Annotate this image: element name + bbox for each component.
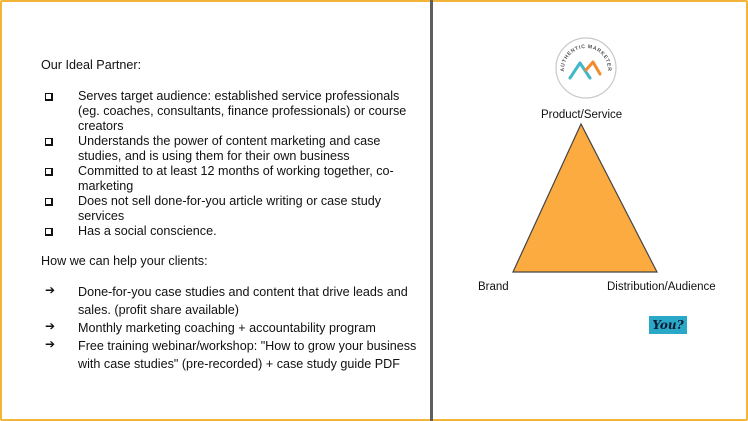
arrow-right-icon: ➔	[45, 337, 56, 351]
partner-heading: Our Ideal Partner:	[41, 58, 142, 72]
checkbox-bullet-icon	[45, 194, 59, 210]
help-heading: How we can help your clients:	[41, 254, 208, 268]
arrow-right-icon: ➔	[45, 283, 56, 297]
checkbox-bullet-icon	[45, 89, 59, 105]
triangle-left-label: Brand	[478, 281, 509, 293]
list-item: Has a social conscience.	[41, 224, 421, 239]
you-badge: You?	[649, 316, 687, 334]
list-item-text: Committed to at least 12 months of worki…	[78, 164, 394, 193]
list-item-text: Done-for-you case studies and content th…	[78, 285, 408, 317]
list-item-text: Free training webinar/workshop: "How to …	[78, 339, 417, 371]
list-item: ➔ Done-for-you case studies and content t…	[41, 283, 421, 319]
list-item: Serves target audience: established serv…	[41, 89, 421, 134]
list-item: Understands the power of content marketi…	[41, 134, 421, 164]
authentic-marketer-logo: AUTHENTIC MARKETER	[554, 36, 618, 100]
checkbox-bullet-icon	[45, 164, 59, 180]
partner-list: Serves target audience: established serv…	[41, 89, 421, 239]
list-item: Does not sell done-for-you article writi…	[41, 194, 421, 224]
list-item: Committed to at least 12 months of worki…	[41, 164, 421, 194]
list-item-text: Has a social conscience.	[78, 224, 217, 238]
checkbox-bullet-icon	[45, 134, 59, 150]
arrow-right-icon: ➔	[45, 319, 56, 333]
triangle-diagram	[512, 122, 658, 273]
column-divider	[430, 0, 433, 421]
checkbox-bullet-icon	[45, 224, 59, 240]
list-item: ➔ Free training webinar/workshop: "How to…	[41, 337, 421, 373]
list-item-text: Serves target audience: established serv…	[78, 89, 407, 133]
triangle-top-label: Product/Service	[541, 109, 623, 121]
triangle-right-label: Distribution/Audience	[607, 281, 716, 293]
list-item-text: Understands the power of content marketi…	[78, 134, 381, 163]
list-item: ➔ Monthly marketing coaching + accountabi…	[41, 319, 421, 337]
triangle-shape	[512, 122, 658, 273]
list-item-text: Monthly marketing coaching + accountabil…	[78, 321, 376, 335]
help-list: ➔ Done-for-you case studies and content t…	[41, 283, 421, 373]
list-item-text: Does not sell done-for-you article writi…	[78, 194, 382, 223]
